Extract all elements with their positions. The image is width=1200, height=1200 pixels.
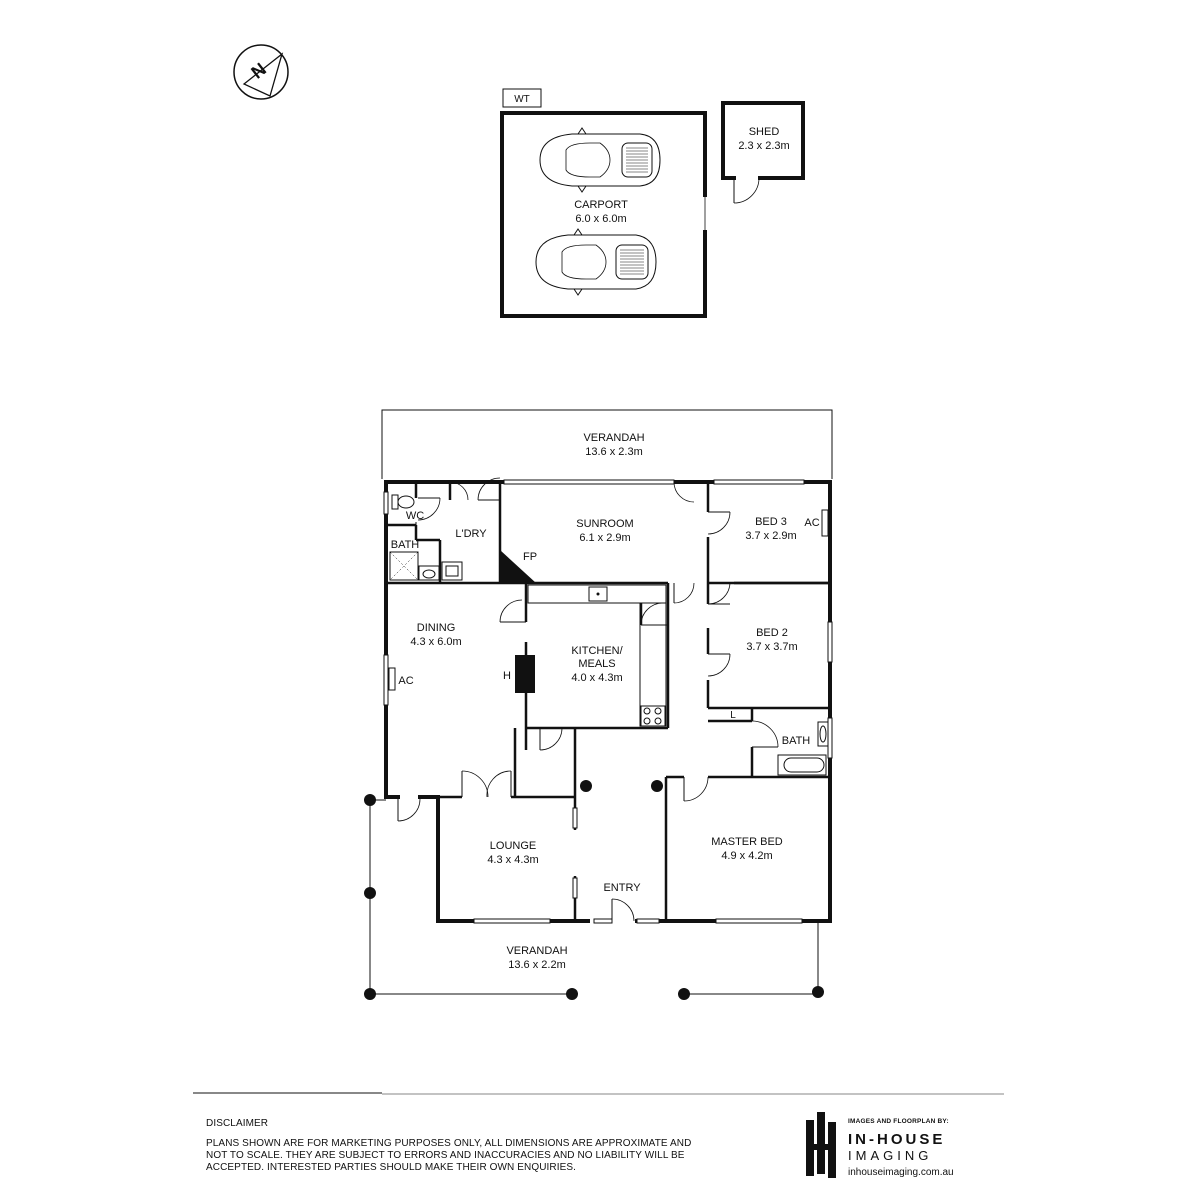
verandah-post-icon <box>580 780 592 792</box>
toilet-icon <box>391 494 415 510</box>
bed3-size: 3.7 x 2.9m <box>745 530 796 542</box>
bed3-label: BED 3 <box>755 516 787 528</box>
disclaimer-heading: DISCLAIMER <box>206 1118 269 1129</box>
bed3-ac-label: AC <box>804 517 819 529</box>
kitchen-size: 4.0 x 4.3m <box>571 672 622 684</box>
bath-label: BATH <box>782 735 811 747</box>
front-verandah <box>364 780 824 1000</box>
shed-label: SHED <box>749 126 780 138</box>
branding-name-line1: IN-HOUSE <box>848 1131 946 1148</box>
cooktop-icon <box>640 705 666 727</box>
carport: CARPORT 6.0 x 6.0m <box>500 111 707 318</box>
footer-rules <box>193 1092 1004 1095</box>
basin-icon <box>817 721 829 747</box>
water-tank-label: WT <box>514 94 530 105</box>
front-verandah-label: VERANDAH <box>506 945 567 957</box>
in-house-logo-icon <box>806 1112 836 1178</box>
shed: SHED 2.3 x 2.3m <box>721 101 805 204</box>
shed-size: 2.3 x 2.3m <box>738 140 789 152</box>
fireplace-label: FP <box>523 551 537 563</box>
water-tank: WT <box>502 88 542 108</box>
dining-ac-label: AC <box>398 675 413 687</box>
branding-name-line2: IMAGING <box>848 1148 933 1163</box>
shower-icon <box>389 551 419 581</box>
ac-unit-icon <box>821 509 829 537</box>
bathtub-icon <box>777 754 827 776</box>
entry-label: ENTRY <box>603 882 641 894</box>
laundry-tub-icon <box>441 561 463 581</box>
basin-icon <box>418 565 440 581</box>
fixtures <box>388 494 829 899</box>
verandah-post-icon <box>364 988 376 1000</box>
kitchen-bench <box>527 584 667 727</box>
car-icon <box>539 127 661 193</box>
rear-verandah: VERANDAH 13.6 x 2.3m <box>381 409 833 479</box>
disclaimer-line: ACCEPTED. INTERESTED PARTIES SHOULD MAKE… <box>206 1162 577 1173</box>
ac-unit-icon <box>388 667 396 691</box>
front-verandah-size: 13.6 x 2.2m <box>508 959 565 971</box>
heater-icon <box>515 655 535 693</box>
master-bed-size: 4.9 x 4.2m <box>721 850 772 862</box>
wc-label: WC <box>406 510 424 522</box>
master-bed-label: MASTER BED <box>711 836 783 848</box>
carport-label: CARPORT <box>574 199 628 211</box>
dining-size: 4.3 x 6.0m <box>410 636 461 648</box>
rear-verandah-size: 13.6 x 2.3m <box>585 446 642 458</box>
laundry-label: L'DRY <box>455 528 487 540</box>
room-labels: WC L'DRY BATH FP SUNROOM 6.1 x 2.9m BED … <box>391 510 820 971</box>
branding: IMAGES AND FLOORPLAN BY: IN-HOUSE IMAGIN… <box>848 1118 954 1178</box>
lounge-size: 4.3 x 4.3m <box>487 854 538 866</box>
carport-size: 6.0 x 6.0m <box>575 213 626 225</box>
disclaimer: DISCLAIMER PLANS SHOWN ARE FOR MARKETING… <box>206 1118 746 1174</box>
linen-label: L <box>730 710 736 721</box>
kitchen-label-line1: KITCHEN/ <box>571 645 623 657</box>
car-icon <box>535 228 657 296</box>
heater-label: H <box>503 670 511 682</box>
verandah-post-icon <box>678 988 690 1000</box>
lounge-label: LOUNGE <box>490 840 536 852</box>
fireplace-icon <box>500 550 536 583</box>
branding-credit: IMAGES AND FLOORPLAN BY: <box>848 1118 949 1125</box>
bath-small-label: BATH <box>391 539 420 551</box>
disclaimer-line: NOT TO SCALE. THEY ARE SUBJECT TO ERRORS… <box>206 1150 685 1161</box>
branding-url: inhouseimaging.com.au <box>848 1167 954 1178</box>
bed2-label: BED 2 <box>756 627 788 639</box>
sunroom-size: 6.1 x 2.9m <box>579 532 630 544</box>
doors <box>397 477 779 922</box>
verandah-post-icon <box>566 988 578 1000</box>
kitchen-label-line2: MEALS <box>578 658 615 670</box>
bed2-size: 3.7 x 3.7m <box>746 641 797 653</box>
verandah-post-icon <box>812 986 824 998</box>
verandah-post-icon <box>364 794 376 806</box>
disclaimer-line: PLANS SHOWN ARE FOR MARKETING PURPOSES O… <box>206 1138 692 1149</box>
dining-label: DINING <box>417 622 456 634</box>
sunroom-label: SUNROOM <box>576 518 633 530</box>
verandah-post-icon <box>364 887 376 899</box>
verandah-post-icon <box>651 780 663 792</box>
rear-verandah-label: VERANDAH <box>583 432 644 444</box>
north-compass-icon: N <box>233 44 289 100</box>
